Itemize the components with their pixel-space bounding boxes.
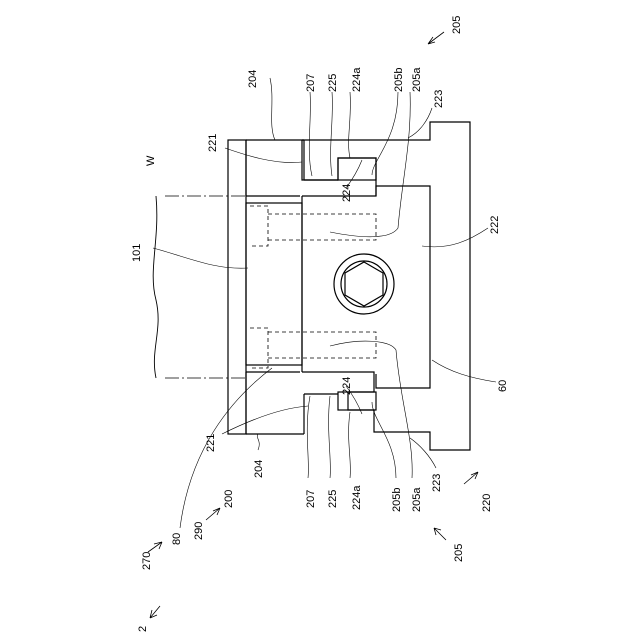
ref-label-290: 290 <box>193 522 205 540</box>
ref-label-205-top: 205 <box>451 16 463 34</box>
ref-label-221-top: 221 <box>207 134 219 152</box>
bolt-head <box>334 254 394 314</box>
ref-label-w: W <box>145 155 157 166</box>
ref-label-205-bottom: 205 <box>453 544 465 562</box>
ref-label-205b-bottom: 205b <box>391 488 403 512</box>
ref-label-221-bottom: 221 <box>205 434 217 452</box>
ref-label-200: 200 <box>223 490 235 508</box>
ref-label-223-top: 223 <box>433 90 445 108</box>
ref-label-224a-bottom: 224a <box>351 485 363 510</box>
ref-label-270: 270 <box>141 552 153 570</box>
ref-label-224a-top: 224a <box>351 67 363 92</box>
ref-label-225-top: 225 <box>327 74 339 92</box>
ref-label-101: 101 <box>131 244 143 262</box>
ref-label-80: 80 <box>171 533 183 545</box>
hidden-lines <box>250 206 376 368</box>
ref-label-2: 2 <box>137 626 149 632</box>
ref-label-223-bottom: 223 <box>431 474 443 492</box>
ref-label-220: 220 <box>481 494 493 512</box>
ref-label-224-top: 224 <box>341 184 353 202</box>
leader-lines <box>153 78 496 528</box>
ref-label-205a-top: 205a <box>411 67 423 92</box>
ref-label-60: 60 <box>497 380 509 392</box>
workpiece-w <box>153 196 246 378</box>
ref-label-224-bottom: 224 <box>341 377 353 395</box>
ref-label-205a-bottom: 205a <box>411 487 423 512</box>
slider-220 <box>302 122 470 450</box>
ref-label-225-bottom: 225 <box>327 490 339 508</box>
ref-label-204-top: 204 <box>247 70 259 88</box>
reference-labels: 2 270 80 290 200 204 204 207 207 225 225… <box>131 16 509 632</box>
ref-label-204-bottom: 204 <box>253 460 265 478</box>
ref-label-207-top: 207 <box>305 74 317 92</box>
ref-label-205b-top: 205b <box>393 68 405 92</box>
ref-label-207-bottom: 207 <box>305 490 317 508</box>
ref-label-222: 222 <box>489 216 501 234</box>
holder-body <box>228 140 338 434</box>
